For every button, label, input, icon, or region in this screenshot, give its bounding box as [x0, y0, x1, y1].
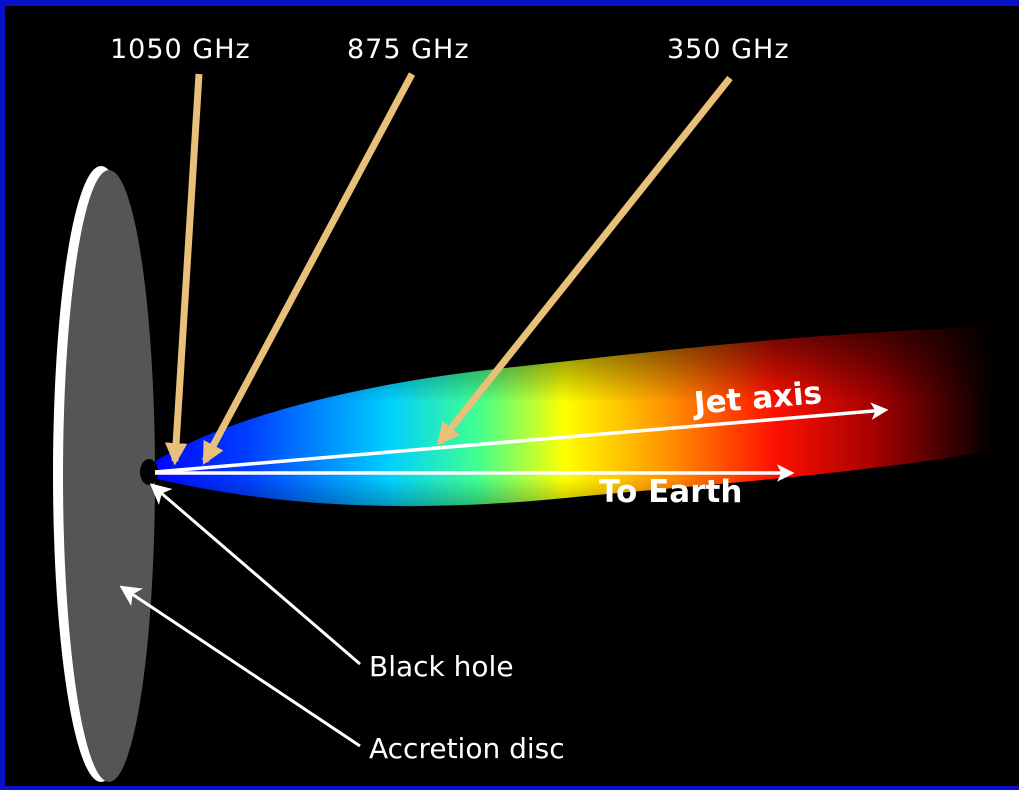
relativistic-jet	[145, 326, 1019, 507]
accretion-disc-face	[63, 170, 155, 782]
black-hole-pointer	[149, 483, 361, 666]
label-350-ghz: 350 GHz	[667, 34, 790, 65]
freq-875-arrow	[201, 72, 416, 465]
freq-350-arrow	[437, 75, 733, 446]
label-accretion-disc: Accretion disc	[369, 732, 565, 765]
black-hole-jet-diagram: 1050 GHz 875 GHz 350 GHz Jet axis To Ear…	[53, 34, 1019, 782]
freq-1050-arrow	[164, 73, 203, 466]
jet-axis-arrow	[154, 402, 889, 474]
label-1050-ghz: 1050 GHz	[110, 34, 251, 65]
black-hole	[140, 459, 158, 485]
label-black-hole: Black hole	[369, 650, 514, 683]
accretion-disc	[53, 166, 155, 782]
label-875-ghz: 875 GHz	[347, 34, 470, 65]
accretion-disc-pointer	[119, 585, 361, 748]
jet-plume-shading	[145, 326, 1019, 507]
label-to-earth: To Earth	[599, 474, 742, 510]
diagram-frame: 1050 GHz 875 GHz 350 GHz Jet axis To Ear…	[5, 6, 1019, 786]
